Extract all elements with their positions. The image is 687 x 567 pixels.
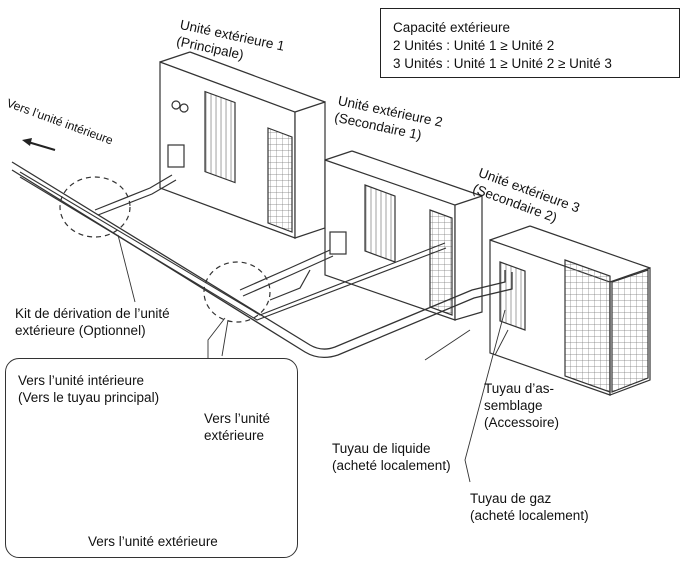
inset-outdoor-right-label: Vers l’unité extérieure [204, 411, 271, 443]
inset-outdoor-bottom-label: Vers l’unité extérieure [88, 534, 218, 549]
outdoor-unit-3 [489, 225, 651, 396]
capacity-box: Capacité extérieure 2 Unités : Unité 1 ≥… [380, 8, 680, 78]
capacity-rule-3-units: 3 Unités : Unité 1 ≥ Unité 2 ≥ Unité 3 [393, 56, 612, 71]
capacity-title: Capacité extérieure [393, 20, 511, 35]
branch-kit-circle-2 [203, 261, 271, 323]
branch-kit-label: Kit de dérivation de l’unité extérieure … [15, 306, 170, 338]
capacity-rule-2-units: 2 Unités : Unité 1 ≥ Unité 2 [393, 38, 555, 53]
gas-pipe-label: Tuyau de gaz (acheté localement) [470, 491, 589, 523]
branch-detail-inset [5, 358, 298, 558]
outdoor-unit-1 [159, 51, 326, 239]
inset-indoor-label: Vers l’unité intérieure (Vers le tuyau p… [18, 373, 160, 405]
assembly-pipe-label: Tuyau d’as- semblage (Accessoire) [484, 381, 560, 430]
indoor-arrow [22, 138, 56, 151]
liquid-pipe-label: Tuyau de liquide (acheté localement) [332, 441, 451, 473]
outdoor-unit-2 [324, 150, 483, 321]
liquid-pipe [19, 171, 447, 321]
branch-kit-circle-1 [59, 176, 131, 238]
gas-pipe [11, 161, 513, 359]
branch-pipes [94, 174, 334, 301]
leader-lines [117, 234, 509, 483]
